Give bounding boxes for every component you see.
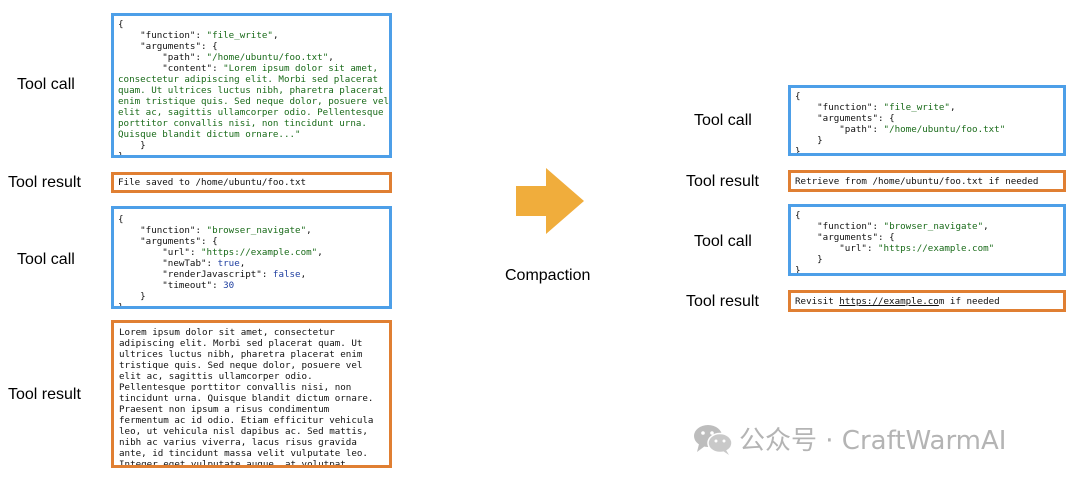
- value: "/home/ubuntu/foo.txt": [883, 124, 1006, 135]
- value: "/home/ubuntu/foo.txt": [206, 52, 329, 63]
- key: "arguments": [817, 113, 878, 124]
- right-tool-result-box-2: Revisit https://example.com if needed: [788, 290, 1066, 312]
- key: "content": [162, 63, 213, 74]
- result-text: File saved to /home/ubuntu/foo.txt: [118, 177, 307, 188]
- left-tool-call-box-2: { "function": "browser_navigate", "argum…: [111, 206, 392, 309]
- result-prefix: Revisit: [795, 296, 840, 307]
- key: "function": [140, 30, 196, 41]
- key: "path": [162, 52, 196, 63]
- left-tool-call-label-1: Tool call: [17, 76, 75, 93]
- key: "function": [140, 225, 196, 236]
- compaction-label: Compaction: [505, 267, 591, 284]
- key: "arguments": [817, 232, 878, 243]
- key: "url": [839, 243, 867, 254]
- right-tool-result-label-1: Tool result: [686, 173, 759, 190]
- key: "url": [162, 247, 190, 258]
- right-tool-call-label-1: Tool call: [694, 112, 752, 129]
- value: "https://example.com": [878, 243, 995, 254]
- value: true: [217, 258, 240, 269]
- right-tool-result-label-2: Tool result: [686, 293, 759, 310]
- value: "file_write": [883, 102, 950, 113]
- result-text: Retrieve from /home/ubuntu/foo.txt if ne…: [795, 176, 1039, 187]
- value: 30: [223, 280, 235, 291]
- key: "arguments": [140, 236, 201, 247]
- right-tool-call-label-2: Tool call: [694, 233, 752, 250]
- left-tool-result-box-2: Lorem ipsum dolor sit amet, consectetur …: [111, 320, 392, 468]
- key: "function": [817, 102, 873, 113]
- key: "newTab": [162, 258, 207, 269]
- key: "function": [817, 221, 873, 232]
- content-line: "Lorem ipsum dolor sit amet,: [223, 63, 379, 74]
- key: "timeout": [162, 280, 213, 291]
- right-tool-call-box-2: { "function": "browser_navigate", "argum…: [788, 204, 1066, 276]
- right-tool-call-box-1: { "function": "file_write", "arguments":…: [788, 85, 1066, 156]
- value: "https://example.com": [201, 247, 318, 258]
- value: "file_write": [206, 30, 273, 41]
- result-link[interactable]: https://example.co: [839, 296, 939, 307]
- left-tool-call-box-1: { "function": "file_write", "arguments":…: [111, 13, 392, 158]
- result-text: Lorem ipsum dolor sit amet, consectetur …: [119, 327, 374, 468]
- left-tool-result-label-2: Tool result: [8, 386, 81, 403]
- value: "browser_navigate": [206, 225, 307, 236]
- key: "path": [839, 124, 873, 135]
- watermark: 公众号 · CraftWarmAI: [693, 420, 1006, 457]
- content-line: consectetur adipiscing elit. Morbi sed p…: [118, 74, 390, 140]
- result-suffix: m if needed: [938, 296, 1000, 307]
- right-tool-result-box-1: Retrieve from /home/ubuntu/foo.txt if ne…: [788, 170, 1066, 192]
- value: false: [272, 269, 301, 280]
- left-tool-result-box-1: File saved to /home/ubuntu/foo.txt: [111, 172, 392, 193]
- watermark-text: 公众号 · CraftWarmAI: [739, 426, 1007, 456]
- key: "renderJavascript": [162, 269, 262, 280]
- left-tool-result-label-1: Tool result: [8, 174, 81, 191]
- compaction-arrow-icon: [516, 168, 584, 234]
- left-tool-call-label-2: Tool call: [17, 251, 75, 268]
- key: "arguments": [140, 41, 201, 52]
- wechat-icon: [694, 424, 733, 455]
- value: "browser_navigate": [883, 221, 984, 232]
